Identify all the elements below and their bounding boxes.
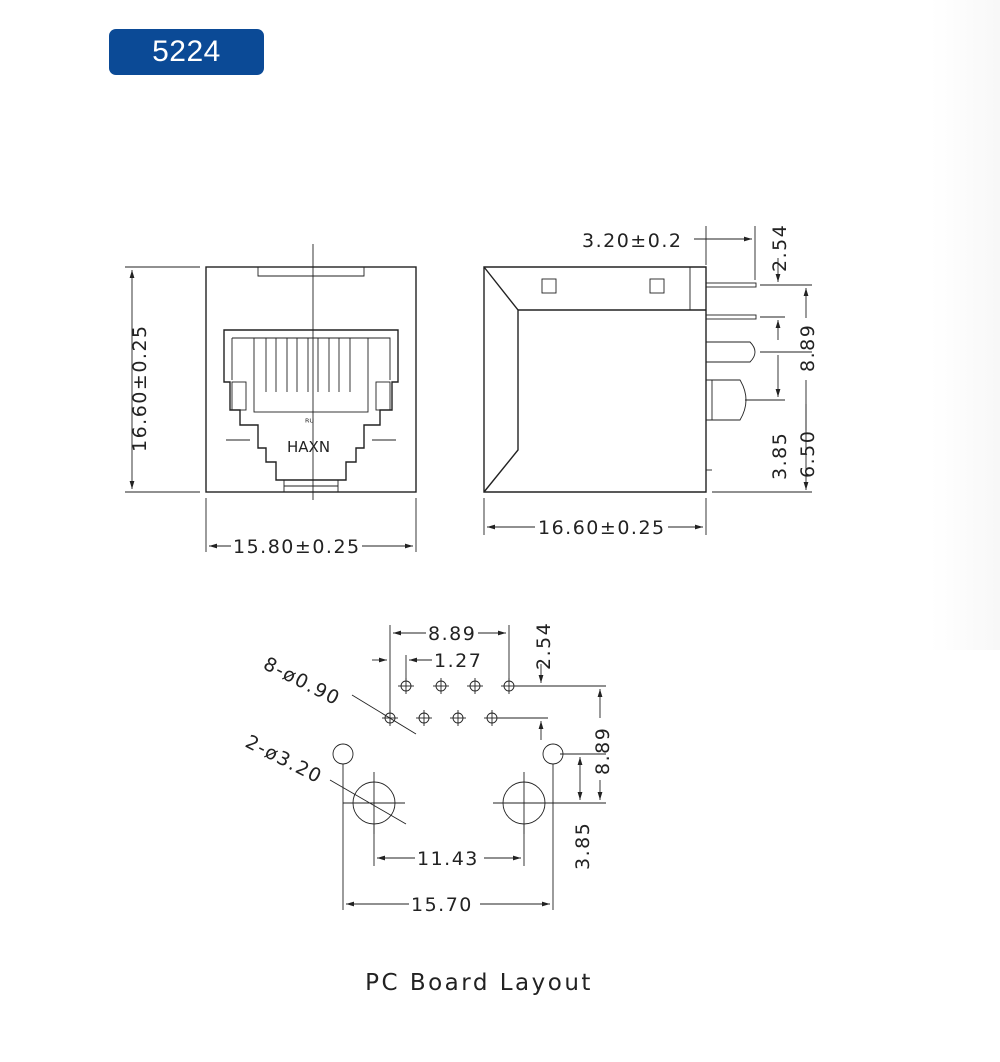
contact-block — [253, 337, 369, 413]
side-body-outline — [483, 266, 707, 493]
pin-hole-leader — [351, 694, 417, 735]
side-span-label: 8.89 — [797, 324, 819, 372]
side-pitch-label: 2.54 — [769, 224, 791, 272]
ul-mark: ᴿᵁ — [305, 418, 314, 429]
contact-fingers — [265, 338, 351, 392]
pcb-pitch-label: 1.27 — [434, 650, 482, 672]
side-top-label: 3.20±0.2 — [582, 230, 682, 252]
model-badge: 5224 — [109, 29, 264, 75]
front-height-label: 16.60±0.25 — [129, 324, 151, 452]
post-hole-leader — [329, 779, 407, 825]
front-marking: HAXN — [287, 438, 330, 456]
right-guide — [375, 381, 391, 411]
pcb-layout: 8.89 1.27 2.54 8.89 3.85 11.43 15.70 8-ø… — [242, 622, 614, 916]
pin-holes-top-row — [398, 678, 517, 694]
pcb-vertical-span-label: 8.89 — [592, 727, 614, 775]
side-window-right — [649, 278, 665, 294]
top-latch — [257, 267, 365, 277]
pcb-row-span-label: 8.89 — [428, 623, 476, 645]
side-post-height-label: 6.50 — [797, 430, 819, 478]
front-view: ᴿᵁ HAXN 16.60±0.25 15.80±0.25 — [125, 244, 417, 558]
side-view: 3.20±0.2 2.54 8.89 3.85 6.50 16.60±0.25 — [483, 224, 819, 539]
pcb-caption-text: PC Board Layout — [365, 970, 593, 996]
front-width-label: 15.80±0.25 — [233, 536, 361, 558]
side-window-left — [541, 278, 557, 294]
side-bevel — [483, 266, 519, 493]
post-hole-callout: 2-ø3.20 — [242, 731, 326, 788]
pcb-outer-spacing-label: 15.70 — [411, 894, 473, 916]
pin-holes-bottom-row — [382, 710, 500, 726]
page-edge-shadow — [930, 0, 1000, 650]
pin-hole-callout: 8-ø0.90 — [260, 653, 344, 710]
pcb-extension-lines — [342, 625, 606, 910]
jack-opening — [223, 329, 399, 481]
left-guide — [231, 381, 247, 411]
pcb-post-spacing-label: 11.43 — [417, 848, 479, 870]
pcb-row-spacing-label: 2.54 — [533, 622, 555, 670]
pcb-caption: PC Board Layout — [0, 970, 1000, 996]
side-pins — [705, 282, 757, 471]
side-post-label: 3.85 — [769, 432, 791, 480]
mounting-holes — [332, 743, 564, 834]
pcb-post-offset-label: 3.85 — [572, 822, 594, 870]
front-body-outline — [205, 266, 417, 493]
bottom-key — [283, 480, 339, 492]
jack-inner-frame — [231, 337, 391, 380]
side-depth-label: 16.60±0.25 — [538, 517, 666, 539]
